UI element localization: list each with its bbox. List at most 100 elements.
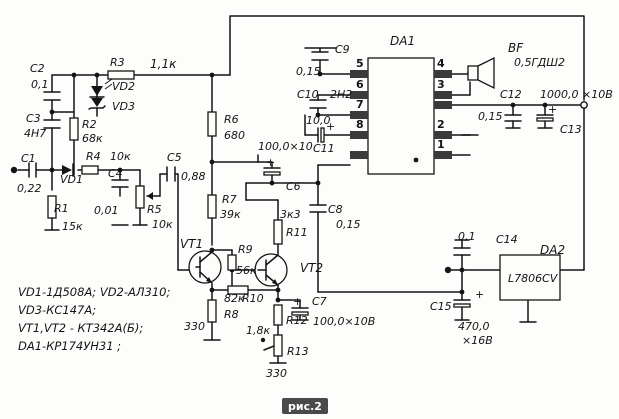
pin-2: 2 xyxy=(437,118,445,131)
label-R2-ref: R2 xyxy=(82,118,97,131)
capacitor-C1 xyxy=(28,162,37,178)
note-line-2: VD3-КС147А; xyxy=(18,303,96,317)
label-R9-value: 56к xyxy=(236,264,257,277)
capacitor-C3 xyxy=(43,119,61,129)
label-C12-value: 0,15 xyxy=(478,110,503,123)
label-R10-ref: R10 xyxy=(242,292,264,305)
label-C15-value: 470,0 xyxy=(458,320,490,333)
capacitor-C7: + xyxy=(291,295,309,316)
label-C5-ref: C5 xyxy=(167,151,182,164)
label-C6-value: 100,0×10 xyxy=(258,140,313,153)
diode-VD1 xyxy=(62,163,74,177)
svg-text:+: + xyxy=(326,120,335,133)
label-R10: 82к xyxy=(224,292,245,305)
label-C15-voltage: ×16В xyxy=(462,334,493,347)
capacitor-C13: + xyxy=(536,103,557,122)
label-C7-value: 100,0×10В xyxy=(313,315,375,328)
label-VT1: VT1 xyxy=(180,237,203,251)
svg-text:+: + xyxy=(475,288,484,301)
pin-4: 4 xyxy=(437,57,445,70)
parts-notes: VD1-1Д508А; VD2-АЛ310; VD3-КС147А; VT1,V… xyxy=(18,285,170,353)
label-C3-value: 4H7 xyxy=(24,127,46,140)
label-C10-ref: C10 xyxy=(297,88,319,101)
capacitor-C12 xyxy=(504,114,522,122)
label-C14-value: 0,1 xyxy=(458,230,476,243)
label-R7-value: 39к xyxy=(220,208,241,221)
label-VT2: VT2 xyxy=(300,261,323,275)
label-C7-ref: C7 xyxy=(312,295,327,308)
label-R11-ref: R11 xyxy=(286,226,308,239)
pin-6: 6 xyxy=(356,78,364,91)
resistor-R4 xyxy=(81,165,99,175)
label-C4-value: 0,01 xyxy=(94,204,119,217)
label-C13-ref: C13 xyxy=(560,123,582,136)
label-R1-value: 15к xyxy=(62,220,83,233)
resistor-R8 xyxy=(207,299,217,323)
capacitor-C4 xyxy=(111,179,129,188)
label-C11-ref: C11 xyxy=(313,142,335,155)
label-C3-ref: C3 xyxy=(26,112,41,125)
resistor-R1 xyxy=(47,195,57,219)
label-R6-ref: R6 xyxy=(224,113,239,126)
svg-text:+: + xyxy=(548,103,557,116)
pin-8: 8 xyxy=(356,118,364,131)
resistor-R6 xyxy=(207,111,217,137)
wiring xyxy=(17,15,585,364)
label-C5-value: 0,88 xyxy=(181,170,206,183)
pin-5: 5 xyxy=(356,57,364,70)
label-C8-value: 0,15 xyxy=(336,218,361,231)
label-VD1: VD1 xyxy=(60,173,83,186)
resistor-R3 xyxy=(107,70,135,80)
capacitor-C15: + xyxy=(453,288,484,308)
label-R5-value: 10к xyxy=(152,218,173,231)
pin-7: 7 xyxy=(356,98,364,111)
label-C6-ref: C6 xyxy=(286,180,301,193)
ground-symbols xyxy=(44,127,553,364)
transistor-VT1 xyxy=(188,250,222,284)
capacitor-C2 xyxy=(43,91,61,101)
label-C1-ref: C1 xyxy=(21,152,36,165)
label-BF-value: 0,5ГДШ2 xyxy=(514,56,565,69)
label-R11-value: 3к3 xyxy=(280,208,301,221)
note-line-3: VT1,VT2 - КТ342А(Б); xyxy=(18,321,143,335)
label-R1-ref: R1 xyxy=(54,202,69,215)
junction-dots xyxy=(10,71,588,303)
capacitor-C14 xyxy=(453,247,471,256)
label-VD2: VD2 xyxy=(112,80,135,93)
note-line-1: VD1-1Д508А; VD2-АЛ310; xyxy=(18,285,170,299)
label-DA2: DA2 xyxy=(540,243,565,257)
capacitor-C9 xyxy=(311,51,329,61)
svg-text:+: + xyxy=(293,295,302,308)
label-C14-ref: C14 xyxy=(496,233,518,246)
led-VD2 xyxy=(89,78,113,98)
label-C11-value: 10,0 xyxy=(306,114,331,127)
label-R7-ref: R7 xyxy=(222,193,237,206)
label-C9-value: 0,15 xyxy=(296,65,321,78)
label-C8-ref: C8 xyxy=(328,203,343,216)
label-R3-ref: R3 xyxy=(110,56,125,69)
capacitor-C5 xyxy=(166,166,176,182)
label-C15-ref: C15 xyxy=(430,300,452,313)
pin-1: 1 xyxy=(437,138,445,151)
zener-VD3 xyxy=(88,98,106,117)
figure-label: рис.2 xyxy=(288,400,322,413)
label-R6-value: 680 xyxy=(224,129,245,142)
regulator-DA2 xyxy=(499,254,561,301)
resistor-R10 xyxy=(227,285,249,295)
label-BF-ref: BF xyxy=(508,41,524,55)
ic-pin-numbers: 5 6 7 8 4 3 2 1 xyxy=(356,57,445,151)
capacitor-C6: + xyxy=(263,156,281,176)
resistor-R2 xyxy=(69,117,79,141)
speaker-BF xyxy=(467,56,495,90)
label-C9-ref: C9 xyxy=(335,43,350,56)
label-C10-value: 2H2 xyxy=(330,88,352,101)
svg-text:+: + xyxy=(266,156,275,169)
label-C2-ref: C2 xyxy=(30,62,45,75)
capacitor-C11: + xyxy=(317,120,335,143)
label-R5-ref: R5 xyxy=(147,203,162,216)
label-C12-ref: C12 xyxy=(500,88,522,101)
label-VD3: VD3 xyxy=(112,100,135,113)
label-R9-ref: R9 xyxy=(238,243,253,256)
